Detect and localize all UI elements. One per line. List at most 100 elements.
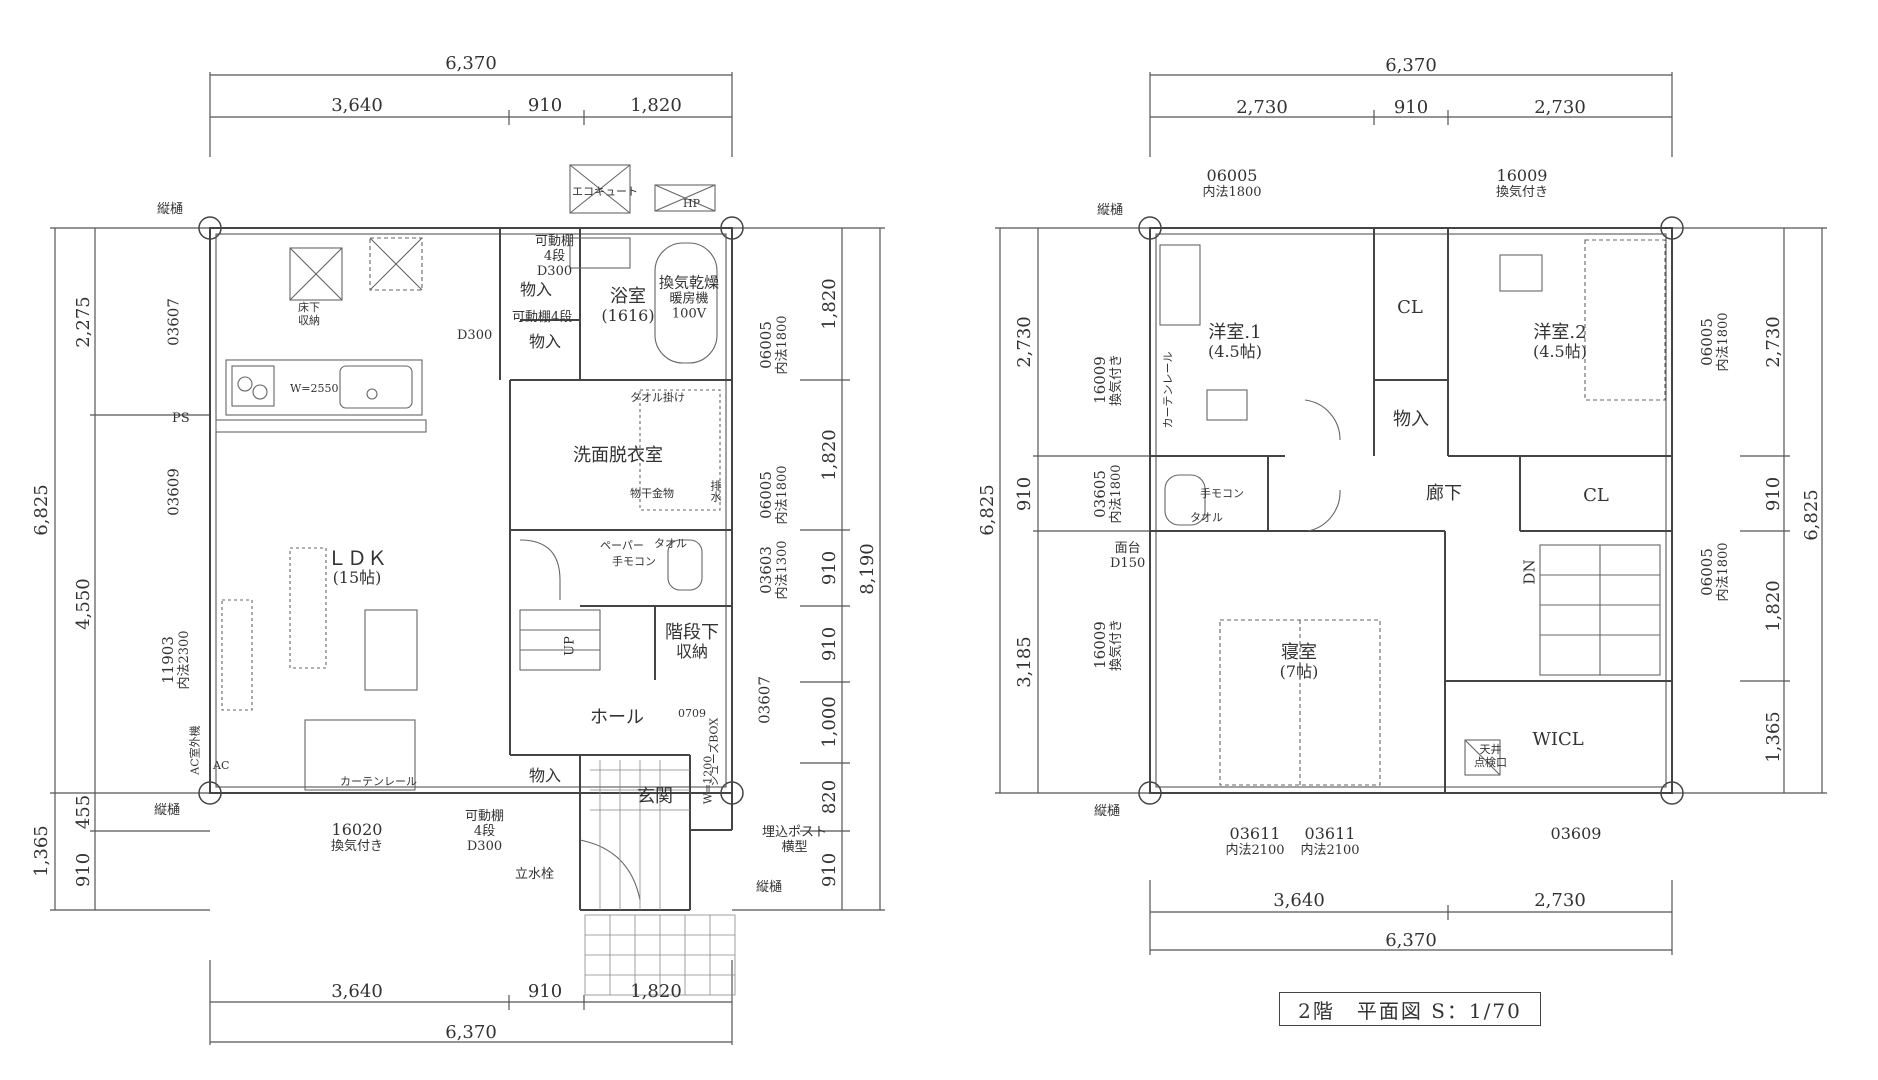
dim-segment: 3,640: [331, 95, 383, 116]
note-ecocute: エコキュート: [572, 185, 638, 198]
dim-total: 8,190: [857, 543, 878, 595]
note-mail-post: 埋込ポスト横型: [762, 825, 828, 855]
note-gutter: 縦樋: [1094, 804, 1121, 819]
note-towel: タオル: [1190, 511, 1223, 524]
room-closet: CL: [1397, 297, 1423, 318]
dim-total: 6,825: [31, 484, 52, 536]
room-storage: 物入: [1393, 409, 1429, 430]
dim-segment: 1,820: [1763, 580, 1784, 632]
note-gutter: 縦樋: [154, 803, 181, 818]
note-gutter: 縦樋: [756, 880, 783, 895]
dim-segment: 1,820: [630, 981, 682, 1002]
room-understair: 階段下収納: [665, 622, 719, 661]
dim-segment: 910: [527, 981, 563, 1002]
note-gutter: 縦樋: [157, 202, 184, 217]
dim-segment: 2,275: [73, 296, 94, 348]
dim-segment: 2,730: [1534, 890, 1586, 911]
dim-total: 6,370: [1385, 930, 1437, 951]
dim-segment: 1,365: [31, 825, 52, 877]
room-walk-in-closet: WICL: [1532, 729, 1584, 750]
room-entrance: 玄関: [637, 786, 673, 807]
note-ps: PS: [172, 411, 190, 426]
note-towel-bar: タオル掛け: [630, 391, 685, 404]
dim-total: 6,370: [1385, 55, 1437, 76]
plan1-dimension-lines: [50, 72, 885, 1045]
dim-segment: 3,640: [1273, 890, 1325, 911]
dim-segment: 910: [1014, 476, 1035, 512]
room-closet: CL: [1583, 485, 1609, 506]
room-bath: 浴室(1616): [601, 286, 655, 325]
dim-segment: 1,820: [819, 278, 840, 330]
dim-segment: 1,820: [630, 95, 682, 116]
dim-segment: 910: [1393, 97, 1429, 118]
note-towel: タオル: [654, 537, 687, 550]
room-storage: 物入: [528, 766, 562, 785]
dim-total: 6,825: [977, 484, 998, 536]
drawing-caption: 2階 平面図 S：1/70: [1279, 992, 1541, 1026]
dim-segment: 3,640: [331, 981, 383, 1002]
room-storage: 物入: [519, 280, 553, 299]
dim-segment: 2,730: [1534, 97, 1586, 118]
dim-segment: 1,365: [1763, 711, 1784, 763]
plan1-walls: [209, 227, 733, 911]
note-ac: AC: [213, 759, 230, 772]
plan1-corner-posts: [198, 216, 744, 805]
dim-segment: 3,185: [1014, 636, 1035, 688]
dim-total: 6,370: [445, 1022, 497, 1043]
dim-total: 6,370: [445, 53, 497, 74]
note-kitchen-width: W=2550: [290, 382, 339, 395]
note-drain: 排水: [709, 480, 722, 502]
plan1-fixtures: [215, 164, 736, 996]
dim-segment: 2,730: [1014, 316, 1035, 368]
dim-segment: 910: [527, 95, 563, 116]
window-code: 03609: [164, 468, 183, 516]
note-shelf: 可動棚4段: [512, 310, 573, 325]
dim-segment: 1,820: [819, 429, 840, 481]
plan2-fixtures: [1159, 239, 1666, 786]
note-depth: D300: [457, 328, 493, 343]
dim-segment: 2,730: [1236, 97, 1288, 118]
note-gutter: 縦樋: [1097, 203, 1124, 218]
plan2-corner-posts: [1138, 216, 1684, 805]
window-code: 03607: [755, 676, 774, 724]
dim-segment: 910: [1763, 476, 1784, 512]
dim-segment: 910: [819, 626, 840, 662]
room-western-2: 洋室.2(4.5帖): [1533, 322, 1587, 361]
note-shoebox: シューズBOX: [707, 717, 721, 787]
note-curtain-rail: カーテンレール: [340, 775, 417, 788]
room-ldk: ＬＤＫ(15帖): [327, 546, 387, 587]
dim-segment: 910: [819, 550, 840, 586]
stair-down-label: DN: [1520, 559, 1539, 585]
room-corridor: 廊下: [1426, 483, 1462, 504]
note-dry-hanger: 物干金物: [630, 487, 674, 500]
room-hall: ホール: [590, 707, 644, 728]
dim-total: 6,825: [1801, 489, 1822, 541]
note-up: UP: [562, 636, 578, 656]
plan2-dimension-lines: [995, 72, 1827, 955]
note-remote: 手モコン: [612, 555, 656, 568]
note-hp: HP: [683, 197, 700, 210]
room-western-1: 洋室.1(4.5帖): [1208, 322, 1262, 361]
dim-segment: 1,000: [819, 696, 840, 748]
dim-segment: 455: [73, 794, 94, 830]
note-0709: 0709: [678, 707, 706, 720]
dim-segment: 910: [73, 852, 94, 888]
